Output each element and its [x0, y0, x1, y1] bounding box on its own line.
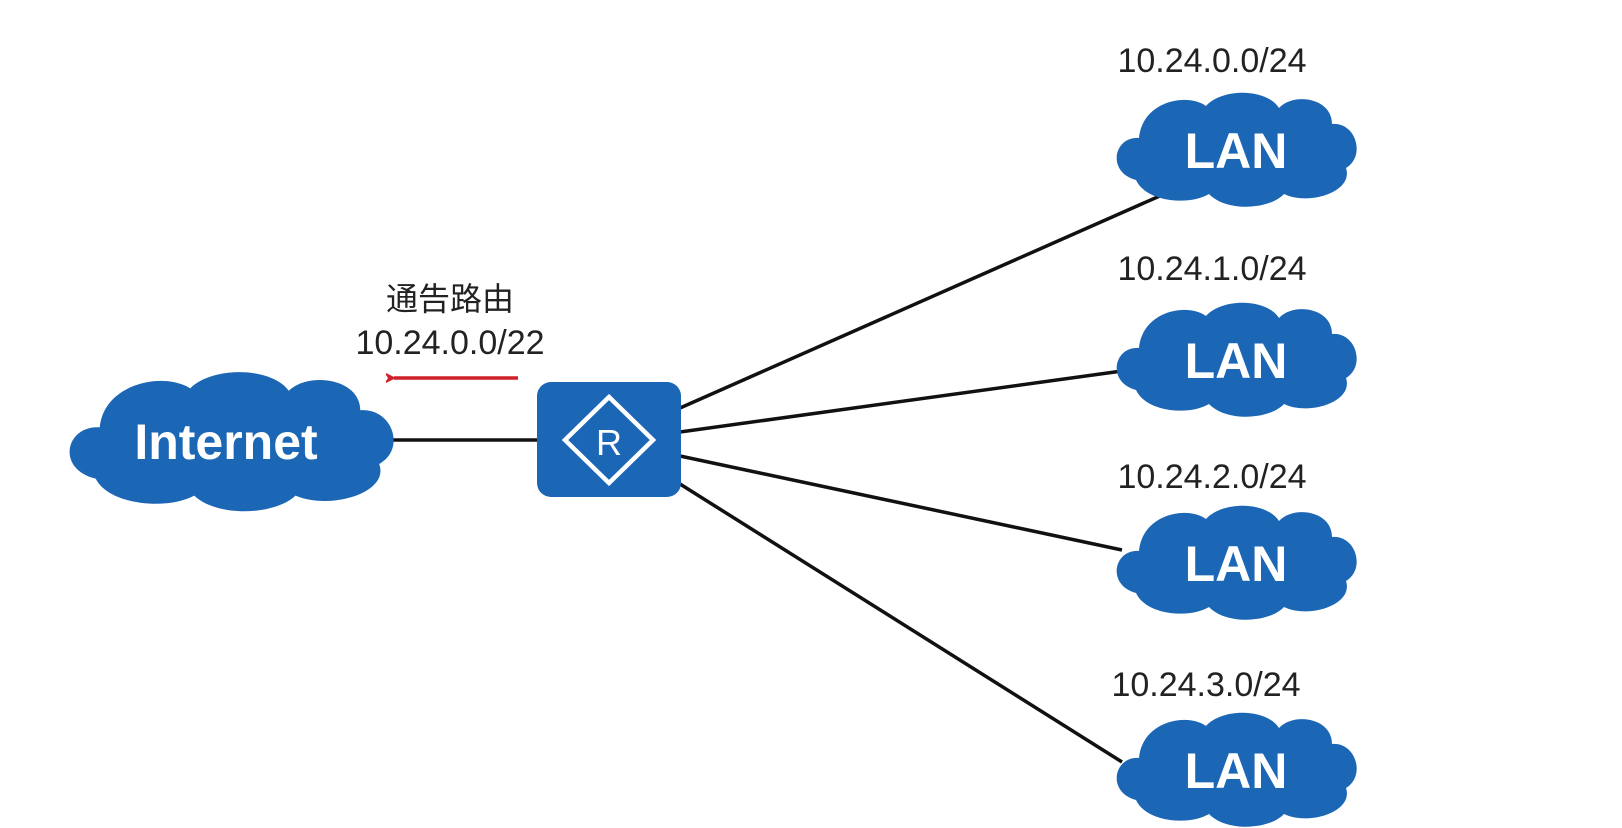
router-node[interactable]: R [537, 382, 681, 497]
router-body [537, 382, 681, 497]
link-router-lan-3 [679, 482, 1123, 764]
route-advertisement: 通告路由 10.24.0.0/22 [355, 280, 545, 378]
lan-subnet-0: 10.24.0.0/24 [1117, 42, 1306, 80]
router-icon [561, 393, 657, 487]
link-router-lan-1 [679, 369, 1123, 434]
lan-label-3: LAN [1185, 743, 1288, 799]
lan-label-0: LAN [1185, 123, 1288, 179]
link-router-lan-0 [679, 193, 1163, 410]
lan-label-1: LAN [1185, 333, 1288, 389]
advertisement-title: 通告路由 [386, 280, 514, 318]
router-label: R [596, 422, 622, 463]
lan-node-2[interactable]: LAN [1116, 505, 1357, 620]
advertisement-prefix: 10.24.0.0/22 [355, 324, 544, 362]
lan-subnet-2: 10.24.2.0/24 [1117, 458, 1306, 496]
lan-node-1[interactable]: LAN [1116, 302, 1357, 417]
lan-node-0[interactable]: LAN [1116, 92, 1357, 207]
links [370, 193, 1163, 764]
lan-subnet-3: 10.24.3.0/24 [1111, 666, 1300, 704]
lan-node-3[interactable]: LAN [1116, 712, 1357, 827]
lan-label-2: LAN [1185, 536, 1288, 592]
lan-subnet-1: 10.24.1.0/24 [1117, 250, 1306, 288]
link-router-lan-2 [679, 454, 1123, 552]
internet-label: Internet [134, 414, 318, 470]
